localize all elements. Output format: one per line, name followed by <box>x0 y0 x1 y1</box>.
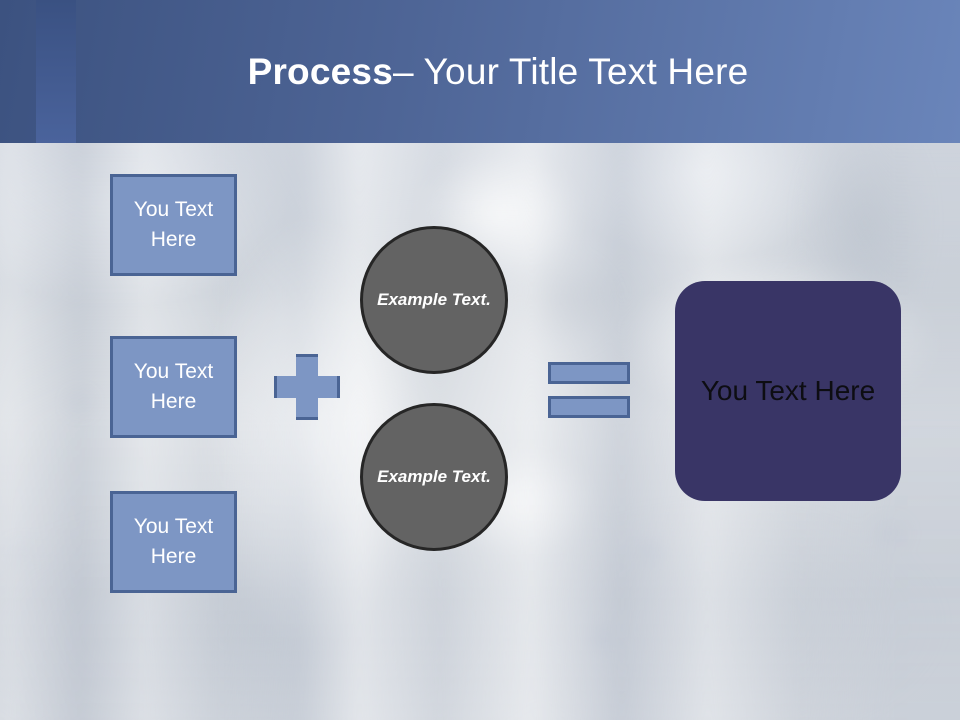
equals-bottom-bar <box>548 396 630 418</box>
header-accent-band-mid <box>36 0 76 143</box>
page-title: Process – Your Title Text Here <box>76 0 960 143</box>
input-box-1[interactable]: You Text Here <box>110 174 237 276</box>
input-box-3[interactable]: You Text Here <box>110 491 237 593</box>
example-circle-2[interactable]: Example Text. <box>360 403 508 551</box>
page-title-rest: – Your Title Text Here <box>392 50 749 92</box>
slide-header: Process – Your Title Text Here <box>0 0 960 143</box>
plus-operator-icon <box>274 354 340 420</box>
equals-operator-icon <box>548 362 630 418</box>
input-box-2[interactable]: You Text Here <box>110 336 237 438</box>
example-circle-1[interactable]: Example Text. <box>360 226 508 374</box>
equals-top-bar <box>548 362 630 384</box>
header-accent-band-dark <box>0 0 36 143</box>
page-title-emphasis: Process <box>247 50 393 92</box>
plus-center-fill <box>299 379 315 395</box>
result-box[interactable]: You Text Here <box>675 281 901 501</box>
